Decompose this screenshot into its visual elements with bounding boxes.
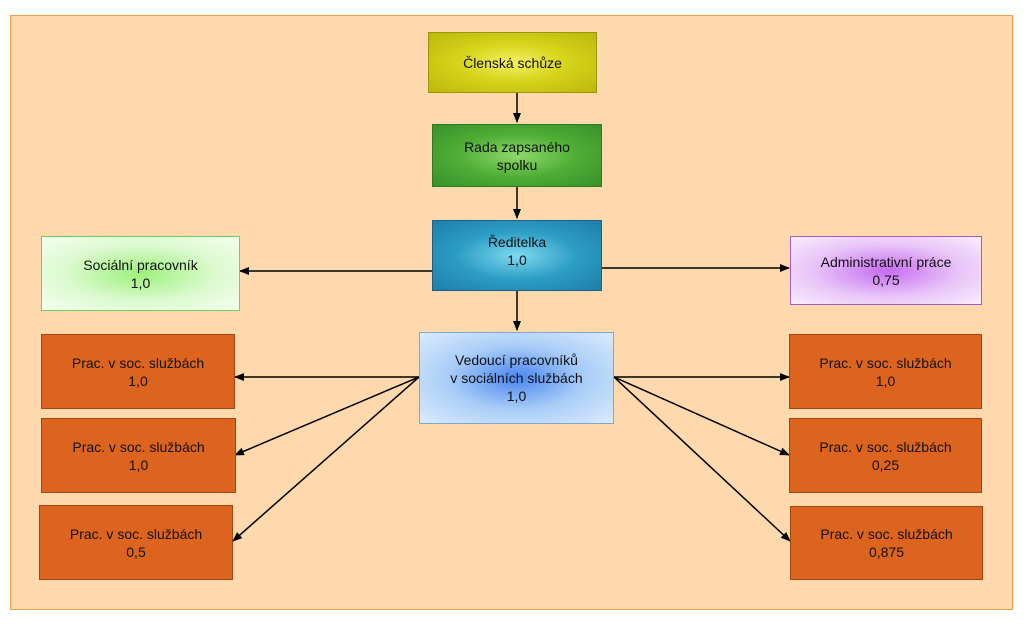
- worker-left-3-title: Prac. v soc. službách: [69, 525, 203, 542]
- worker-right-1-fte: 1,0: [875, 372, 896, 389]
- worker-left-3-fte: 0,5: [126, 543, 146, 560]
- member-meeting-title: Členská schůze: [463, 54, 562, 71]
- worker-left-1-fte: 1,0: [128, 372, 148, 389]
- connector-head-to-left-worker-3: [232, 376, 420, 542]
- worker-left-2-fte: 1,0: [128, 456, 149, 473]
- worker-right-2-fte: 0,25: [871, 456, 900, 473]
- admin-fte: 0,75: [872, 271, 900, 288]
- worker-left-3-node: Prac. v soc. službách 0,5: [39, 505, 233, 580]
- head-of-workers-line2: v sociálních službách: [450, 370, 583, 386]
- head-of-workers-node: Vedoucí pracovníků v sociálních službách…: [419, 332, 614, 424]
- worker-right-3-title: Prac. v soc. službách: [820, 526, 953, 542]
- worker-left-2-node: Prac. v soc. službách 1,0: [41, 418, 236, 493]
- connector-head-to-left-worker-2: [234, 376, 420, 456]
- social-worker-fte: 1,0: [130, 274, 151, 291]
- worker-right-2-node: Prac. v soc. službách 0,25: [789, 418, 982, 493]
- director-fte: 1,0: [507, 252, 527, 268]
- admin-title: Administrativní práce: [820, 253, 952, 270]
- head-of-workers-fte: 1,0: [506, 388, 527, 404]
- board-title-line2: spolku: [496, 156, 538, 173]
- admin-node: Administrativní práce 0,75: [790, 236, 982, 305]
- worker-left-1-node: Prac. v soc. službách 1,0: [41, 334, 235, 409]
- worker-left-2-title: Prac. v soc. službách: [72, 438, 205, 455]
- head-of-workers-line1: Vedoucí pracovníků: [455, 352, 578, 368]
- worker-right-1-title: Prac. v soc. službách: [819, 354, 952, 371]
- member-meeting-node: Členská schůze: [428, 32, 597, 93]
- board-title-line1: Rada zapsaného: [464, 138, 570, 155]
- connector-head-to-right-worker-3: [613, 376, 791, 542]
- worker-right-3-fte: 0,875: [868, 544, 905, 560]
- worker-left-1-title: Prac. v soc. službách: [71, 354, 205, 371]
- worker-right-3-node: Prac. v soc. službách 0,875: [790, 506, 983, 580]
- worker-right-1-node: Prac. v soc. službách 1,0: [789, 334, 982, 409]
- director-title: Ředitelka: [487, 234, 547, 250]
- connector-head-to-right-worker-2: [613, 376, 790, 456]
- worker-right-2-title: Prac. v soc. službách: [819, 438, 952, 455]
- social-worker-title: Sociální pracovník: [83, 256, 198, 273]
- board-node: Rada zapsaného spolku: [432, 124, 602, 187]
- director-node: Ředitelka 1,0: [432, 220, 602, 291]
- social-worker-node: Sociální pracovník 1,0: [41, 236, 240, 311]
